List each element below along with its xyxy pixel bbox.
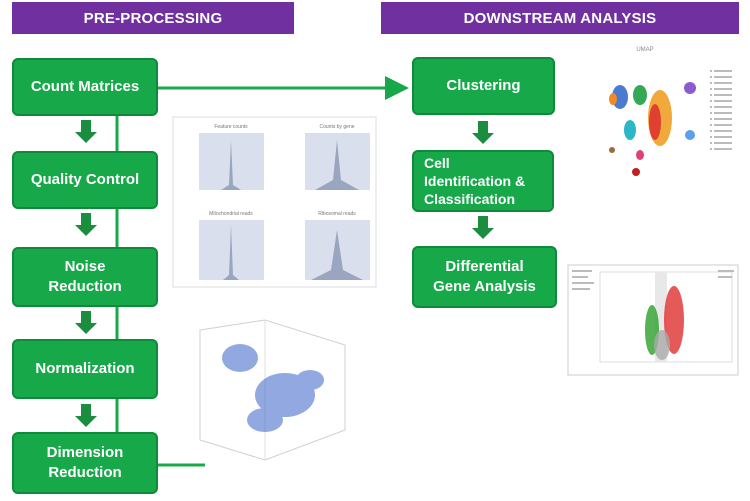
- scatter-3d-points: [222, 344, 324, 432]
- qc-violin-thumbnail: Feature counts Counts by gene Mitochondr…: [172, 116, 377, 288]
- volcano-legend-right: [718, 270, 734, 278]
- volcano-legend-left: [572, 270, 594, 290]
- down-arrow-3: [75, 311, 97, 334]
- header-downstream-analysis: DOWNSTREAM ANALYSIS: [381, 2, 739, 34]
- scatter-3d-thumbnail: [199, 319, 346, 461]
- umap-legend: [710, 70, 732, 150]
- down-arrow-4: [75, 404, 97, 427]
- down-arrows-left: [75, 120, 97, 427]
- qc-panel-4: [305, 220, 370, 280]
- down-arrow-6: [472, 216, 494, 239]
- step-dimension-reduction: Dimension Reduction: [12, 432, 158, 494]
- qc-panel-3: [199, 220, 264, 280]
- qc-panel-1: [199, 133, 264, 190]
- step-differential-gene-analysis: Differential Gene Analysis: [412, 246, 557, 308]
- down-arrow-1: [75, 120, 97, 143]
- step-clustering: Clustering: [412, 57, 555, 115]
- umap-thumbnail: UMAP: [609, 47, 732, 176]
- volcano-plot-thumbnail: [567, 264, 739, 376]
- step-normalization: Normalization: [12, 339, 158, 399]
- qc-panel-2: [305, 133, 370, 190]
- qc-panel-4-title: Ribosomal reads: [318, 211, 356, 217]
- umap-title: UMAP: [636, 47, 653, 53]
- qc-panel-3-title: Mitochondrial reads: [209, 211, 253, 217]
- volcano-red-points: [664, 286, 684, 354]
- step-noise-reduction: Noise Reduction: [12, 247, 158, 307]
- qc-panel-2-title: Counts by gene: [319, 124, 354, 130]
- step-quality-control: Quality Control: [12, 151, 158, 209]
- step-count-matrices: Count Matrices: [12, 58, 158, 116]
- header-pre-processing: PRE-PROCESSING: [12, 2, 294, 34]
- down-arrow-2: [75, 213, 97, 236]
- down-arrow-5: [472, 121, 494, 144]
- down-arrows-right: [472, 121, 494, 239]
- umap-clusters: [609, 82, 696, 176]
- qc-panel-1-title: Feature counts: [214, 124, 248, 130]
- volcano-grey-points: [654, 330, 670, 360]
- step-cell-identification: Cell Identification & Classification: [412, 150, 554, 212]
